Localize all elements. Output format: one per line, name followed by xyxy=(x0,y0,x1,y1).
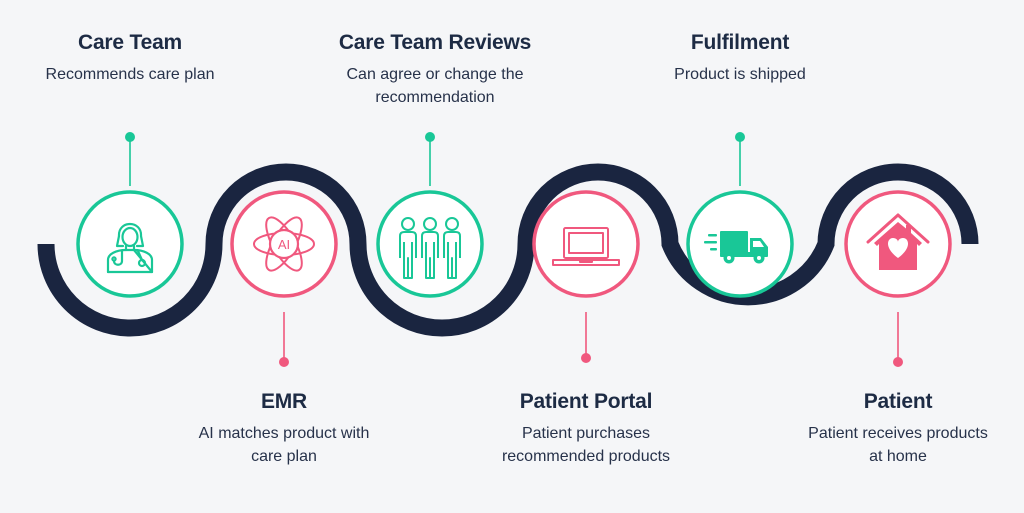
step-patient-node xyxy=(844,190,952,298)
step-care-team-reviews-node xyxy=(376,190,484,298)
connector-care-team-reviews xyxy=(425,132,435,186)
step-patient-portal-label: Patient Portal Patient purchases recomme… xyxy=(456,388,716,468)
step-title: Patient Portal xyxy=(519,390,653,413)
step-patient-label: Patient Patient receives products at hom… xyxy=(768,388,1024,468)
step-care-team-reviews-label: Care Team Reviews Can agree or change th… xyxy=(305,29,565,109)
step-title: EMR xyxy=(260,390,308,413)
home-heart-icon xyxy=(866,213,930,270)
step-title: Care Team Reviews xyxy=(338,31,532,54)
step-title: Care Team xyxy=(77,31,183,54)
step-care-team-label: Care Team Recommends care plan xyxy=(0,29,260,86)
step-description: Recommends care plan xyxy=(45,66,215,83)
connector-care-team xyxy=(125,132,135,186)
laptop-icon xyxy=(552,227,620,266)
ai-atom-icon: AI xyxy=(253,216,315,272)
step-fulfilment-node xyxy=(686,190,794,298)
delivery-truck-icon xyxy=(704,231,768,264)
step-emr-node: AI xyxy=(230,190,338,298)
step-title: Patient xyxy=(863,390,933,413)
step-description: Patient receives products at home xyxy=(808,425,988,465)
wave-track xyxy=(37,163,979,337)
ai-text: AI xyxy=(278,237,290,252)
connector-emr xyxy=(279,312,289,367)
connector-patient-portal xyxy=(581,312,591,363)
step-description: Can agree or change the recommendation xyxy=(346,66,524,106)
step-care-team-node xyxy=(76,190,184,298)
step-title: Fulfilment xyxy=(690,31,790,54)
connector-patient xyxy=(893,312,903,367)
step-description: Product is shipped xyxy=(674,66,806,83)
step-description: AI matches product with care plan xyxy=(198,425,370,465)
step-fulfilment-label: Fulfilment Product is shipped xyxy=(610,29,870,86)
step-description: Patient purchases recommended products xyxy=(501,425,671,465)
connector-fulfilment xyxy=(735,132,745,186)
team-icon xyxy=(399,217,461,279)
step-patient-portal-node xyxy=(532,190,640,298)
step-emr-label: EMR AI matches product with care plan xyxy=(154,388,414,468)
doctor-icon xyxy=(106,222,154,274)
